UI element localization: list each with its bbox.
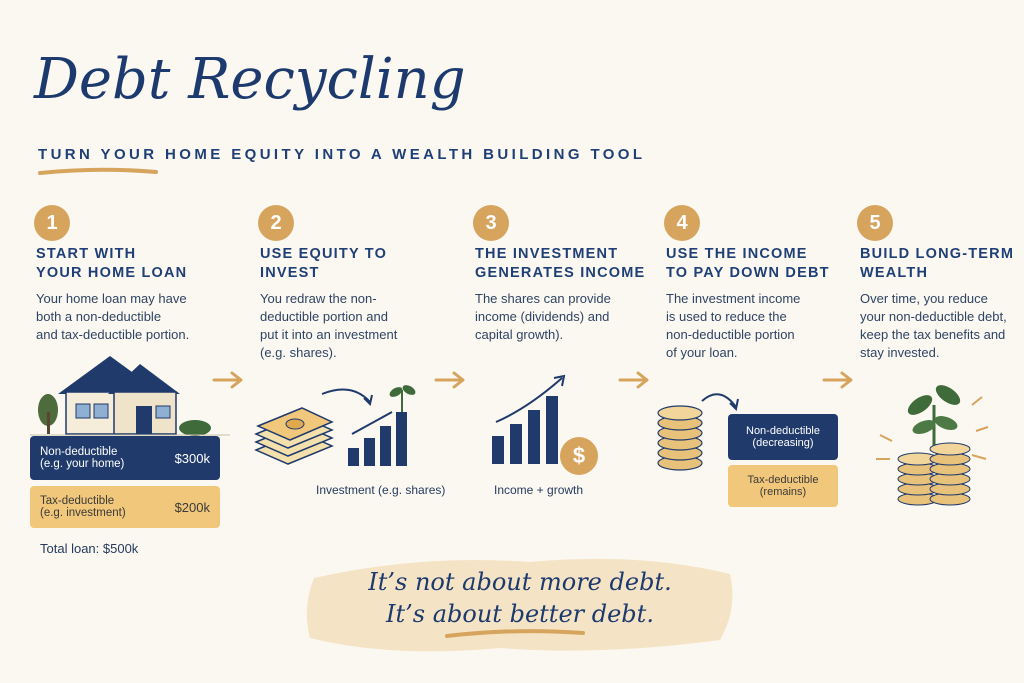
page-subtitle: TURN YOUR HOME EQUITY INTO A WEALTH BUIL…: [38, 146, 646, 163]
step-4-description: The investment income is used to reduce …: [666, 291, 801, 360]
step-3-heading: THE INVESTMENT GENERATES INCOME: [475, 246, 646, 281]
page-title: Debt Recycling: [34, 47, 466, 112]
paydown-nondeductible-label: Non-deductible: [746, 425, 820, 437]
total-loan: Total loan: $500k: [40, 541, 139, 556]
step-3-description: The shares can provide income (dividends…: [475, 291, 611, 342]
quote-text: It’s not about more debt. It’s about bet…: [368, 568, 672, 628]
loan-deductible-note: (e.g. investment): [40, 507, 126, 519]
income-caption: Income + growth: [494, 483, 584, 497]
loan-nondeductible-box: Non-deductible (e.g. your home) $300k: [30, 436, 220, 480]
loan-nondeductible-label: Non-deductible: [40, 446, 118, 458]
income-chart-icon: [492, 374, 566, 464]
step-3-number: 3: [473, 205, 509, 241]
step-2-heading: USE EQUITY TO INVEST: [260, 246, 388, 281]
paydown-nondeductible-note: (decreasing): [752, 437, 814, 449]
investment-caption: Investment (e.g. shares): [316, 483, 446, 497]
brush-stroke-background: [306, 558, 733, 652]
cash-growth-icon: [254, 385, 416, 466]
step-2-number: 2: [258, 205, 294, 241]
dollar-coin-icon: $: [560, 437, 598, 475]
loan-deductible-box: Tax-deductible (e.g. investment) $200k: [30, 486, 220, 528]
loan-nondeductible-amount: $300k: [174, 450, 210, 466]
paydown-nondeductible-box: Non-deductible (decreasing): [728, 414, 838, 460]
arrow-right-icon: [434, 371, 465, 389]
loan-deductible-label: Tax-deductible: [40, 495, 115, 507]
step-1-description: Your home loan may have both a non-deduc…: [36, 291, 190, 342]
step-4-heading: USE THE INCOME TO PAY DOWN DEBT: [666, 246, 830, 281]
step-5-heading: BUILD LONG-TERM WEALTH: [860, 246, 1015, 281]
arrow-right-icon: [822, 371, 853, 389]
step-2-description: You redraw the non- deductible portion a…: [260, 291, 398, 360]
subtitle-underline: [38, 167, 158, 175]
step-1-number: 1: [34, 205, 70, 241]
cash-stack-icon: [254, 407, 334, 465]
paydown-deductible-note: (remains): [759, 486, 807, 498]
quote-underline: [445, 629, 585, 638]
coin-stack-icon: [657, 393, 739, 471]
step-1-heading: START WITH YOUR HOME LOAN: [36, 246, 188, 281]
step-5-description: Over time, you reduce your non-deductibl…: [860, 291, 1007, 360]
loan-deductible-text: Tax-deductible (e.g. investment): [40, 495, 126, 519]
house-icon: [30, 356, 230, 436]
loan-nondeductible-note: (e.g. your home): [40, 458, 125, 470]
loan-nondeductible-text: Non-deductible (e.g. your home): [40, 446, 124, 470]
arrow-right-icon: [212, 371, 243, 389]
loan-deductible-amount: $200k: [174, 499, 210, 515]
paydown-deductible-label: Tax-deductible: [747, 474, 819, 486]
step-4-number: 4: [664, 205, 700, 241]
arrow-right-icon: [618, 371, 649, 389]
paydown-deductible-box: Tax-deductible (remains): [728, 465, 838, 507]
step-5-number: 5: [857, 205, 893, 241]
plant-coins-icon: [876, 385, 989, 506]
